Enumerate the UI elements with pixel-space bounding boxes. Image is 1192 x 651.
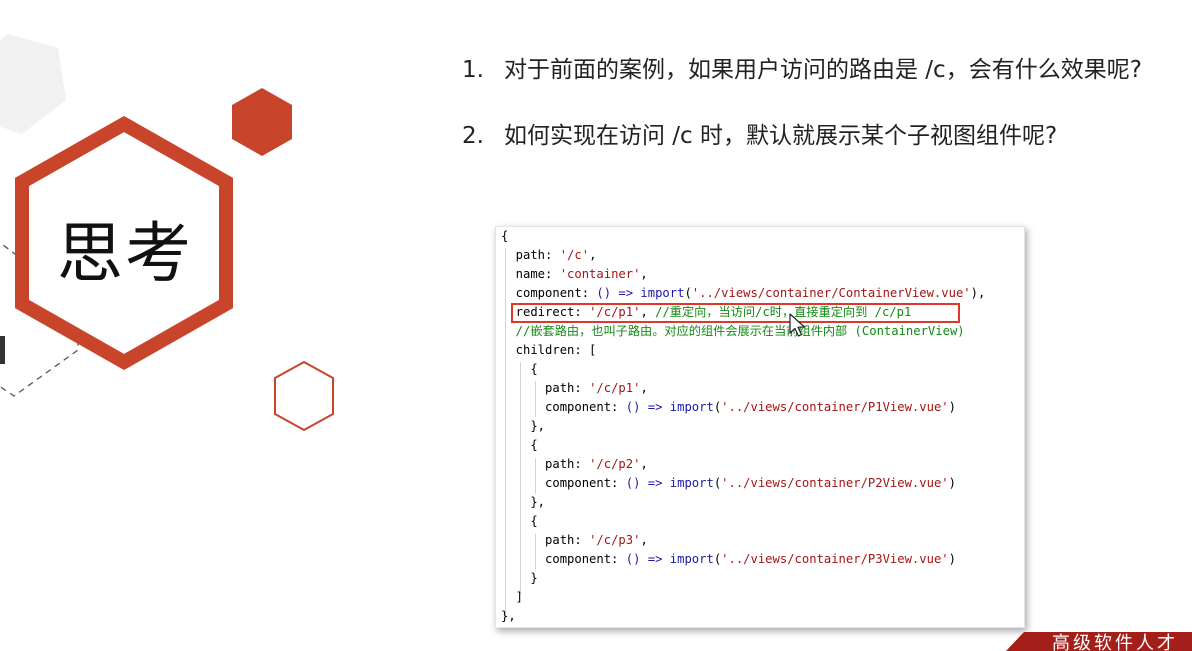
question-1: 1. 对于前面的案例，如果用户访问的路由是 /c，会有什么效果呢?	[462, 50, 1142, 84]
code-line-redirect: redirect: '/c/p1', //重定向，当访问/c时，直接重定向到 /…	[501, 303, 912, 322]
question-1-number: 1.	[462, 57, 484, 83]
code-line: path: '/c/p1',	[501, 379, 648, 398]
code-line: path: '/c',	[501, 246, 597, 265]
footer-banner-shape	[1006, 632, 1192, 651]
indent-guide	[535, 381, 536, 417]
redirect-highlight-box	[511, 303, 960, 323]
small-outline-hexagon-shape	[274, 360, 334, 432]
footer-brand-text: 高级软件人才	[1052, 633, 1178, 651]
indent-guide	[505, 248, 506, 614]
slide-title: 思考	[57, 215, 193, 292]
code-comment: //嵌套路由，也叫子路由。对应的组件会展示在当前组件内部 (ContainerV…	[501, 324, 965, 338]
code-key: component: () => import('../views/contai…	[501, 552, 956, 566]
dark-edge-mark	[0, 336, 5, 364]
code-line-comment: //嵌套路由，也叫子路由。对应的组件会展示在当前组件内部 (ContainerV…	[501, 322, 965, 341]
code-line: }	[501, 571, 538, 585]
code-key: component: () => import('../views/contai…	[501, 400, 956, 414]
code-key: path: '/c/p3',	[501, 533, 648, 547]
code-key: path: '/c',	[501, 248, 597, 262]
code-line: path: '/c/p2',	[501, 455, 648, 474]
code-line: {	[501, 438, 538, 452]
code-line: {	[501, 362, 538, 376]
question-2-number: 2.	[462, 123, 484, 149]
code-line: {	[501, 229, 509, 243]
code-line: ]	[501, 590, 524, 604]
code-line: },	[501, 419, 546, 433]
code-key: name: 'container',	[501, 267, 648, 281]
code-key: component: () => import('../views/contai…	[501, 286, 986, 300]
main-orange-hexagon-shape	[15, 115, 233, 371]
question-2-text: 如何实现在访问 /c 时，默认就展示某个子视图组件呢?	[504, 123, 1058, 149]
question-2: 2. 如何实现在访问 /c 时，默认就展示某个子视图组件呢?	[462, 116, 1057, 150]
code-line: },	[501, 609, 516, 623]
hexagon-decoration	[0, 34, 334, 432]
code-line: component: () => import('../views/contai…	[501, 398, 956, 417]
code-key: redirect: '/c/p1', //重定向，当访问/c时，直接重定向到 /…	[501, 305, 912, 319]
gray-hexagon-shape	[0, 34, 66, 134]
code-line: name: 'container',	[501, 265, 648, 284]
indent-guide	[520, 362, 521, 594]
code-line: component: () => import('../views/contai…	[501, 474, 956, 493]
code-key: component: () => import('../views/contai…	[501, 476, 956, 490]
code-line: component: () => import('../views/contai…	[501, 550, 956, 569]
code-line: children: [	[501, 343, 597, 357]
code-line: path: '/c/p3',	[501, 531, 648, 550]
indent-guide	[535, 458, 536, 494]
code-line: },	[501, 495, 546, 509]
mouse-pointer-icon	[789, 313, 806, 337]
code-key: path: '/c/p1',	[501, 381, 648, 395]
code-line: component: () => import('../views/contai…	[501, 284, 986, 303]
small-orange-hexagon-shape	[232, 88, 292, 156]
indent-guide	[535, 534, 536, 570]
question-1-text: 对于前面的案例，如果用户访问的路由是 /c，会有什么效果呢?	[504, 57, 1142, 83]
code-screenshot: { path: '/c', name: 'container', compone…	[495, 226, 1025, 628]
code-line: {	[501, 514, 538, 528]
code-key: path: '/c/p2',	[501, 457, 648, 471]
